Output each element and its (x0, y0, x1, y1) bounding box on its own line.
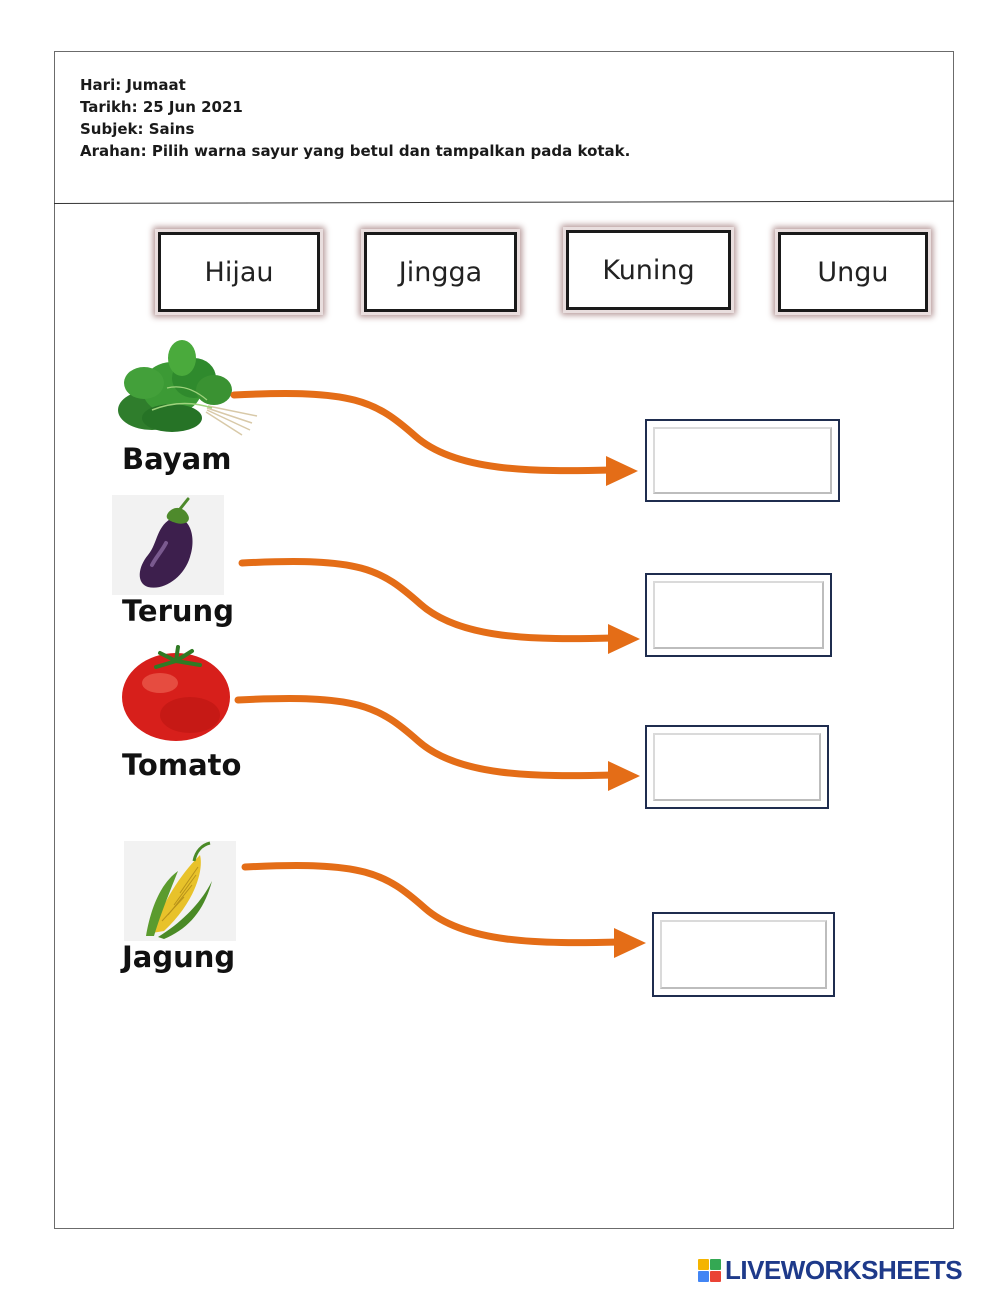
color-card-ungu[interactable]: Ungu (778, 232, 928, 312)
answer-box-inner (653, 733, 821, 801)
arrow-terung-head (608, 624, 640, 654)
logo-text: LIVEWORKSHEETS (725, 1255, 963, 1285)
answer-box-inner (660, 920, 827, 989)
vegetable-label-terung: Terung (122, 594, 234, 628)
instruction-label: Arahan: Pilih warna sayur yang betul dan… (80, 142, 631, 160)
logo-mark-icon (698, 1259, 721, 1282)
eggplant-icon (112, 495, 224, 595)
liveworksheets-logo: LIVEWORKSHEETS (698, 1255, 963, 1286)
worksheet-header: Hari: Jumaat Tarikh: 25 Jun 2021 Subjek:… (80, 74, 630, 162)
tomato-icon (122, 645, 230, 741)
color-card-hijau[interactable]: Hijau (158, 232, 320, 312)
arrow-terung (238, 558, 618, 643)
arrow-tomato (234, 695, 618, 780)
arrow-jagung-head (614, 928, 646, 958)
subject-label: Subjek: Sains (80, 120, 195, 138)
corn-icon (124, 841, 236, 941)
answer-box-inner (653, 427, 832, 494)
day-label: Hari: Jumaat (80, 76, 186, 94)
answer-box-terung[interactable] (645, 573, 832, 657)
arrow-jagung (241, 862, 624, 947)
spinach-icon (118, 340, 258, 436)
color-card-kuning[interactable]: Kuning (566, 230, 731, 310)
answer-box-bayam[interactable] (645, 419, 840, 502)
color-card-jingga[interactable]: Jingga (364, 232, 517, 312)
date-label: Tarikh: 25 Jun 2021 (80, 98, 243, 116)
vegetable-label-jagung: Jagung (122, 940, 236, 974)
answer-box-tomato[interactable] (645, 725, 829, 809)
answer-box-jagung[interactable] (652, 912, 835, 997)
arrow-bayam-head (606, 456, 638, 486)
arrow-tomato-head (608, 761, 640, 791)
worksheet-frame (54, 51, 954, 1229)
vegetable-label-bayam: Bayam (122, 442, 232, 476)
answer-box-inner (653, 581, 824, 649)
arrow-bayam (230, 390, 616, 475)
vegetable-label-tomato: Tomato (122, 748, 242, 782)
